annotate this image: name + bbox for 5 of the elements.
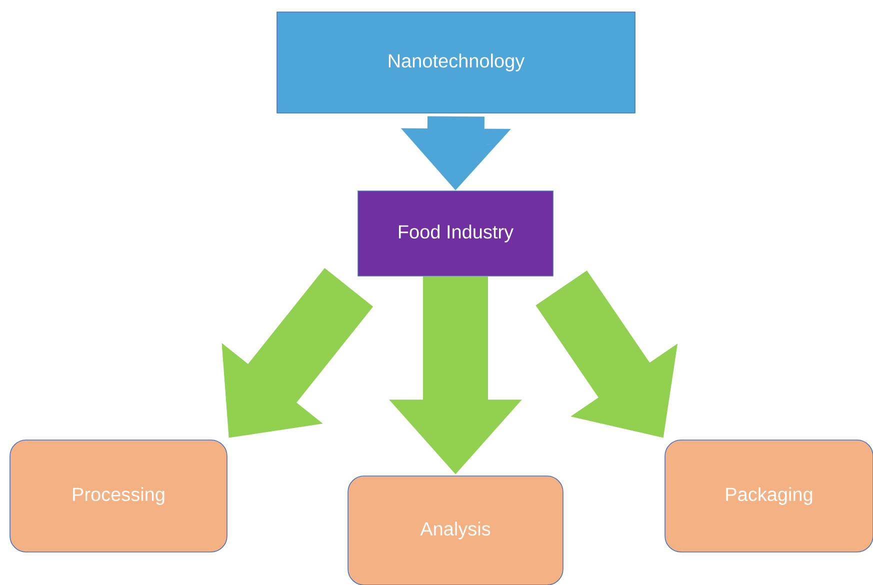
process-box: Food Industry [358, 190, 554, 276]
rounded-box: Processing [10, 440, 228, 552]
rounded-box: Packaging [664, 440, 873, 552]
process-box: Nanotechnology [276, 12, 636, 114]
rounded-box: Analysis [348, 476, 564, 585]
